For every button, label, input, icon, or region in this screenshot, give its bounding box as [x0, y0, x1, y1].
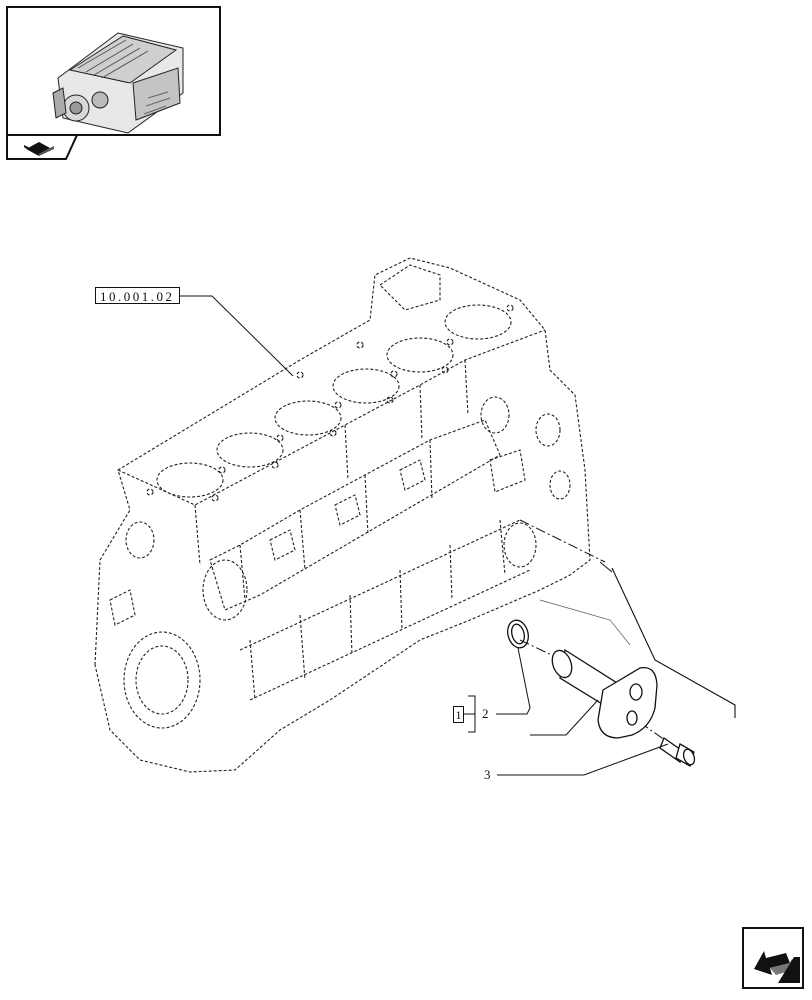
- next-page-arrow-icon: [754, 951, 800, 983]
- reference-leader: [179, 295, 294, 377]
- seal-ring-part: [507, 619, 529, 649]
- book-icon: [24, 142, 54, 156]
- next-page-button[interactable]: [742, 927, 804, 989]
- kit-bracket: [464, 695, 476, 733]
- bolt-part: [659, 736, 696, 767]
- engine-thumbnail-icon: [52, 32, 184, 134]
- oil-pipe-part: [551, 648, 658, 739]
- callout-2[interactable]: 2: [482, 706, 489, 721]
- callout-3[interactable]: 3: [484, 767, 491, 782]
- engine-thumbnail: [6, 6, 221, 136]
- reference-label-10-001-02[interactable]: 10.001.02: [95, 287, 180, 304]
- callout-1-leader: [530, 699, 599, 736]
- kit-label-1: 1: [453, 706, 464, 723]
- callout-3-leader: [497, 743, 669, 776]
- section-tab[interactable]: [6, 134, 78, 160]
- engine-block: [94, 257, 591, 773]
- assembly-axis: [519, 519, 606, 563]
- callout-2-leader: [496, 647, 531, 715]
